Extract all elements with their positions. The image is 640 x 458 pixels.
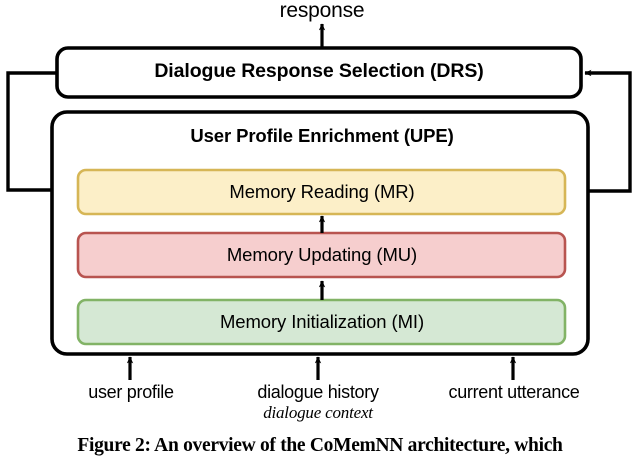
memory-reading-label: Memory Reading (MR) — [229, 181, 415, 202]
input-label-dialogue-history: dialogue history — [257, 382, 379, 402]
memory-reading-box — [76, 168, 567, 216]
drs-module-label: Dialogue Response Selection (DRS) — [154, 60, 484, 82]
input-label-current-utterance: current utterance — [448, 382, 580, 402]
dialogue-context-label: dialogue context — [263, 403, 373, 422]
connector-drs-feedback-left — [6, 71, 65, 194]
response-output-label: response — [279, 0, 365, 22]
figure-caption: Figure 2: An overview of the CoMemNN arc… — [77, 435, 563, 456]
input-label-user-profile: user profile — [88, 382, 174, 402]
upe-module-label: User Profile Enrichment (UPE) — [190, 125, 454, 146]
memory-updating-label: Memory Updating (MU) — [226, 244, 418, 265]
drs-module-box — [55, 46, 583, 99]
connector-mr-to-drs-right — [565, 69, 632, 193]
memory-initialization-label: Memory Initialization (MI) — [219, 311, 425, 332]
